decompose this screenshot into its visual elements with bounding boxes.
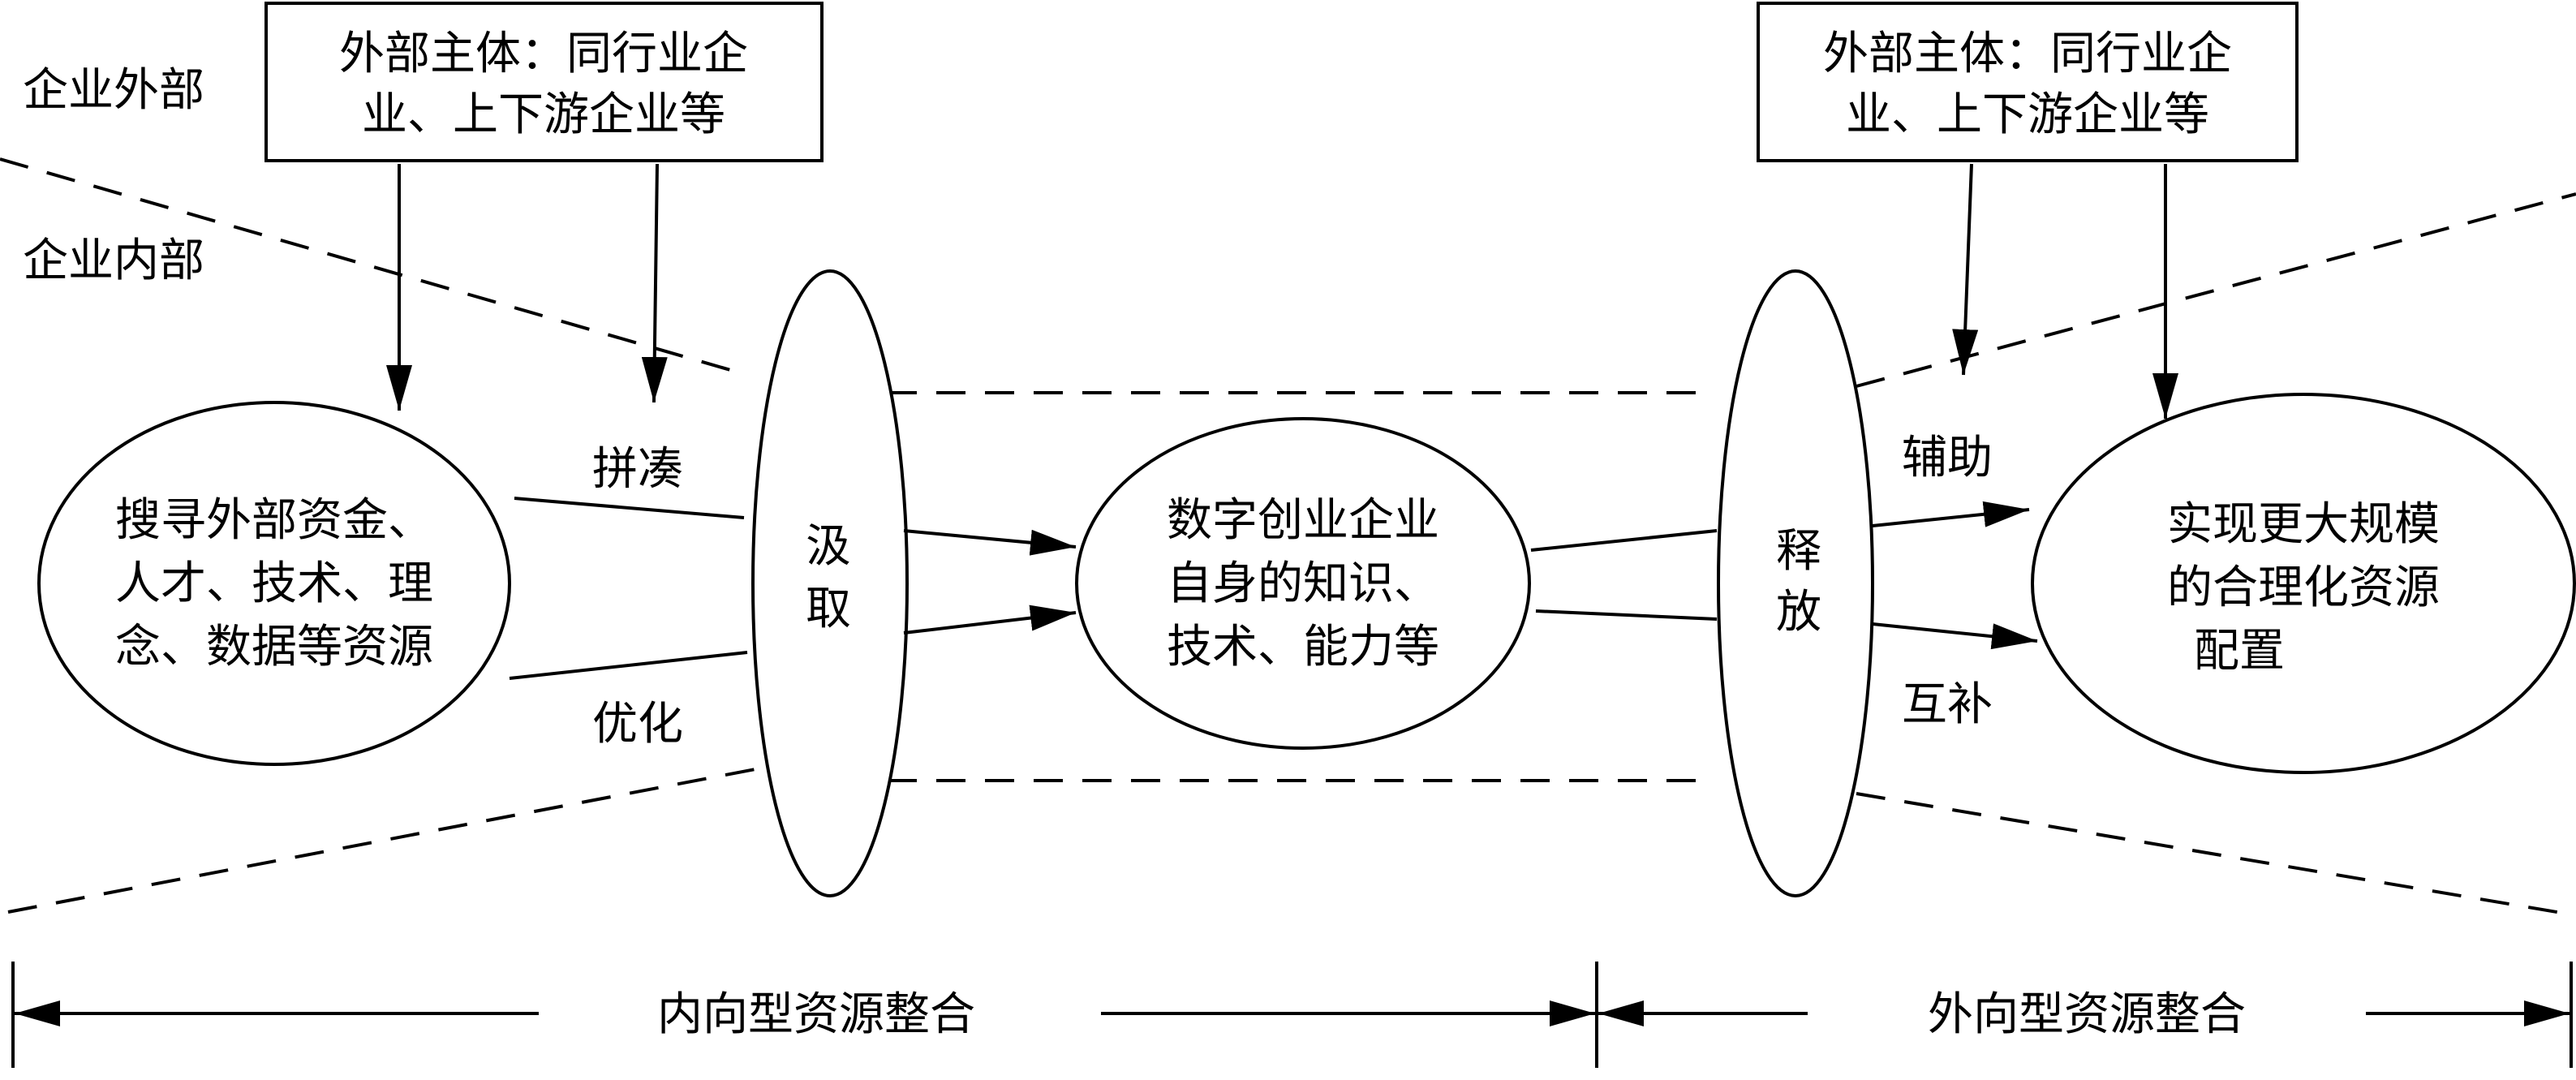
region-outside-label: 企业外部 [23, 64, 204, 117]
release-node-char1: 释 [1776, 525, 1821, 578]
goal-node-line3: 配置 [2194, 625, 2285, 678]
external-box-left-line1: 外部主体：同行业企 [339, 28, 748, 80]
boundary-top-left [0, 157, 748, 376]
edge-label-assist: 辅助 [1902, 432, 1993, 484]
absorb-node: 汲 取 [751, 269, 909, 897]
release-node-char2: 放 [1776, 586, 1821, 639]
arrow-box-to-piece [641, 163, 668, 403]
arrow-release-goal-top [1872, 501, 2030, 527]
boundary-bottom-right [1856, 792, 2576, 917]
edge-label-optimize: 优化 [592, 698, 683, 751]
external-box-right: 外部主体：同行业企 业、上下游企业等 [1757, 2, 2299, 162]
edge-search-absorb-top [514, 497, 745, 519]
edge-label-complement: 互补 [1902, 678, 1993, 731]
core-node-line2: 自身的知识、 [1167, 557, 1439, 610]
edge-label-piece: 拼凑 [592, 443, 683, 496]
edge-core-release-bottom [1535, 609, 1718, 621]
external-box-right-line1: 外部主体：同行业企 [1823, 28, 2232, 80]
search-node-line3: 念、数据等资源 [115, 621, 433, 673]
edge-core-release-top [1530, 529, 1718, 552]
absorb-node-char1: 汲 [806, 520, 851, 573]
arrow-absorb-core-top [903, 529, 1077, 556]
boundary-bottom-left [7, 768, 756, 914]
external-box-left: 外部主体：同行业企 业、上下游企业等 [264, 2, 824, 162]
external-box-right-line2: 业、上下游企业等 [1846, 88, 2209, 141]
region-inside-label: 企业内部 [23, 235, 204, 287]
search-node-line1: 搜寻外部资金、 [115, 494, 433, 547]
goal-node-line1: 实现更大规模 [2167, 498, 2440, 551]
search-node-line2: 人才、技术、理 [115, 557, 433, 610]
arrow-release-goal-bottom [1872, 622, 2038, 650]
inward-integration-label: 内向型资源整合 [657, 988, 975, 1041]
edge-search-absorb-bottom [509, 651, 748, 680]
absorb-node-char2: 取 [806, 583, 851, 635]
goal-node-line2: 的合理化资源 [2167, 562, 2440, 614]
external-box-left-line2: 业、上下游企业等 [362, 88, 725, 141]
arrow-box-to-assist [1952, 163, 1979, 376]
goal-node: 实现更大规模 的合理化资源 配置 [2031, 393, 2576, 774]
arrow-absorb-core-bottom [903, 605, 1077, 635]
core-node-line3: 技术、能力等 [1167, 621, 1439, 673]
release-node: 释 放 [1717, 269, 1874, 897]
core-node: 数字创业企业 自身的知识、 技术、能力等 [1075, 417, 1531, 750]
search-node: 搜寻外部资金、 人才、技术、理 念、数据等资源 [37, 401, 511, 766]
core-node-line1: 数字创业企业 [1167, 494, 1439, 547]
outward-integration-label: 外向型资源整合 [1928, 988, 2246, 1041]
